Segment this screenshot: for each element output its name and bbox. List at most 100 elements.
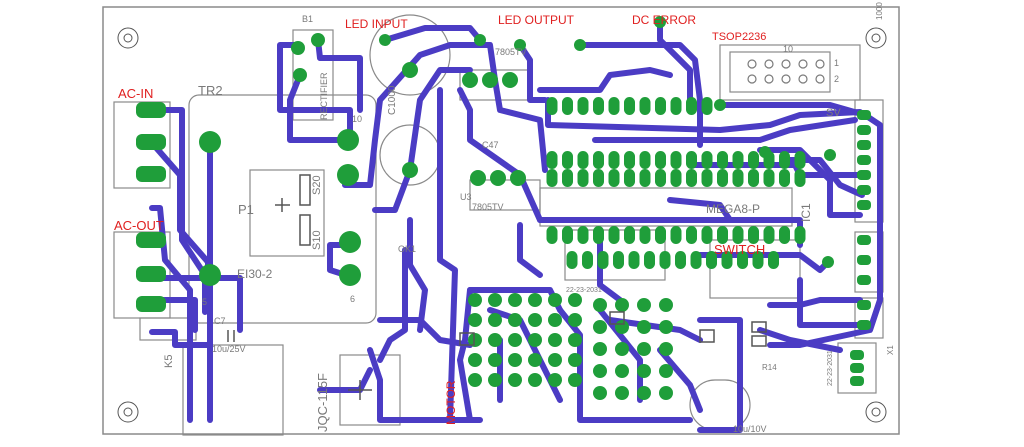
pad xyxy=(546,169,558,187)
pin xyxy=(764,59,774,69)
pad xyxy=(582,251,593,269)
pad xyxy=(488,373,502,387)
label-k5: K5 xyxy=(163,355,175,368)
label-c1000: C1000 xyxy=(387,85,398,115)
pad xyxy=(857,185,871,195)
pad xyxy=(597,251,609,269)
pad xyxy=(670,226,682,244)
pad xyxy=(488,353,502,367)
pad xyxy=(659,342,673,356)
label-ac-out: AC-OUT xyxy=(114,218,164,233)
label-dc-error: DC ERROR xyxy=(632,13,696,27)
pad xyxy=(659,386,673,400)
pad xyxy=(577,169,589,187)
pad xyxy=(659,251,671,269)
pad xyxy=(548,353,562,367)
label-reg-mid: 7805TV xyxy=(472,202,504,212)
label-ref-b: 22-23-2031 xyxy=(827,350,834,386)
pad xyxy=(737,251,748,269)
label-tr2: TR2 xyxy=(198,83,223,98)
pad xyxy=(568,333,582,347)
pad xyxy=(670,151,682,169)
pad xyxy=(763,169,775,187)
pad xyxy=(548,333,562,347)
pad xyxy=(528,373,542,387)
pad xyxy=(763,151,775,169)
label-c7: C7 xyxy=(214,316,226,326)
pad xyxy=(637,298,651,312)
label-ic1: IC1 xyxy=(799,203,813,222)
pad xyxy=(748,169,759,187)
pad xyxy=(637,364,651,378)
label-jqc: JQC-115F xyxy=(315,373,330,432)
pad xyxy=(655,226,666,244)
pad xyxy=(748,226,759,244)
pad xyxy=(857,200,871,210)
pad xyxy=(748,151,759,169)
pad xyxy=(615,364,629,378)
pad xyxy=(528,333,542,347)
pad xyxy=(593,320,607,334)
label-mega: MEGA8-P xyxy=(706,202,760,216)
pad xyxy=(593,364,607,378)
pin xyxy=(781,74,791,84)
pad xyxy=(468,353,482,367)
pad xyxy=(562,226,573,244)
label-ac-in: AC-IN xyxy=(118,86,153,101)
pad xyxy=(615,298,629,312)
pad xyxy=(763,226,775,244)
pad xyxy=(468,313,482,327)
pad xyxy=(615,386,629,400)
tsop-connector-pins xyxy=(747,59,825,84)
pin xyxy=(798,59,808,69)
label-pin10: 10 xyxy=(352,114,362,124)
pad xyxy=(857,110,871,120)
pad xyxy=(488,313,502,327)
label-motor: MOTOR xyxy=(444,380,458,425)
pad xyxy=(637,320,651,334)
pad xyxy=(528,313,542,327)
label-c7-value: 10u/25V xyxy=(212,344,246,354)
pin xyxy=(798,74,808,84)
pad xyxy=(686,226,697,244)
pad xyxy=(624,97,635,115)
pad xyxy=(717,151,728,169)
pad xyxy=(857,125,871,135)
label-b1: B1 xyxy=(302,14,313,24)
pad xyxy=(608,97,620,115)
pad xyxy=(701,97,713,115)
pad xyxy=(701,169,713,187)
pad xyxy=(779,226,790,244)
label-reg-top: 7805TV xyxy=(495,47,527,57)
pad xyxy=(850,376,864,386)
pad xyxy=(732,151,744,169)
pad xyxy=(508,313,522,327)
pin xyxy=(747,74,757,84)
pad xyxy=(675,251,686,269)
label-s20: S20 xyxy=(311,175,323,195)
label-led-output: LED OUTPUT xyxy=(498,13,575,27)
pad xyxy=(468,333,482,347)
pad xyxy=(593,226,604,244)
pad xyxy=(613,251,624,269)
pad xyxy=(857,300,871,310)
pad xyxy=(548,313,562,327)
pad xyxy=(850,350,864,360)
label-r14: R14 xyxy=(762,363,777,372)
label-conn1: 1 xyxy=(834,58,839,68)
label-reg-mid-ref: U3 xyxy=(460,192,472,202)
pad xyxy=(593,169,604,187)
label-c-bottom: 10u/10V xyxy=(733,424,767,434)
pin xyxy=(764,74,774,84)
label-s10: S10 xyxy=(311,230,323,250)
pad xyxy=(690,251,702,269)
pad xyxy=(608,151,620,169)
pad xyxy=(548,373,562,387)
pad xyxy=(850,363,864,373)
label-x1: X1 xyxy=(886,345,895,355)
right-connector-pads xyxy=(850,110,871,386)
copper-traces xyxy=(149,17,883,433)
pad xyxy=(566,251,578,269)
pad xyxy=(562,151,573,169)
pad xyxy=(593,151,604,169)
